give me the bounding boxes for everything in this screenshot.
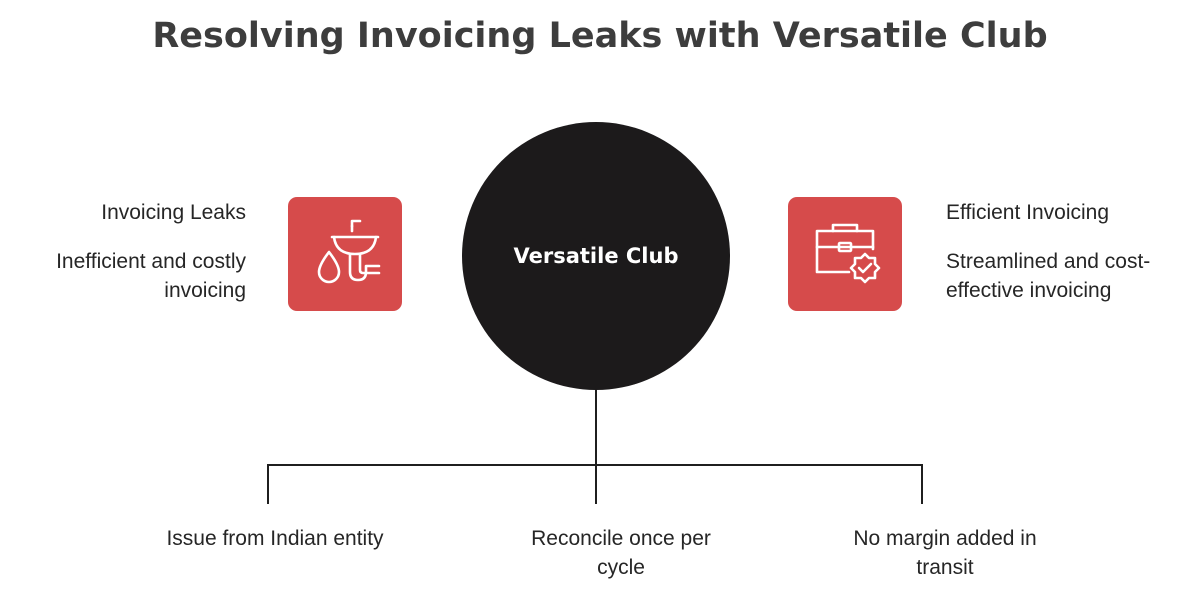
- solution-description: Streamlined and cost-effective invoicing: [946, 250, 1151, 302]
- branch-label-1: Issue from Indian entity: [166, 527, 384, 550]
- briefcase-check-badge-icon: [815, 223, 881, 284]
- solution-title: Efficient Invoicing: [946, 201, 1110, 224]
- branch-item-3: No margin added in transit: [810, 524, 1080, 582]
- solution-icon-tile: [788, 197, 902, 311]
- hub-label: Versatile Club: [513, 244, 679, 268]
- problem-icon-tile: [288, 197, 402, 311]
- branch-item-2: Reconcile once per cycle: [486, 524, 756, 582]
- problem-description: Inefficient and costly invoicing: [56, 250, 246, 302]
- problem-text-block: Invoicing Leaks Inefficient and costly i…: [6, 198, 246, 305]
- hub-circle: Versatile Club: [462, 122, 730, 390]
- branch-label-3: No margin added in transit: [853, 527, 1037, 579]
- solution-text-block: Efficient Invoicing Streamlined and cost…: [946, 198, 1196, 305]
- leaking-sink-pipe-icon: [317, 219, 381, 284]
- page-title: Resolving Invoicing Leaks with Versatile…: [152, 16, 1048, 56]
- branch-label-2: Reconcile once per cycle: [531, 527, 711, 579]
- branch-item-1: Issue from Indian entity: [140, 524, 410, 553]
- problem-title: Invoicing Leaks: [101, 201, 246, 224]
